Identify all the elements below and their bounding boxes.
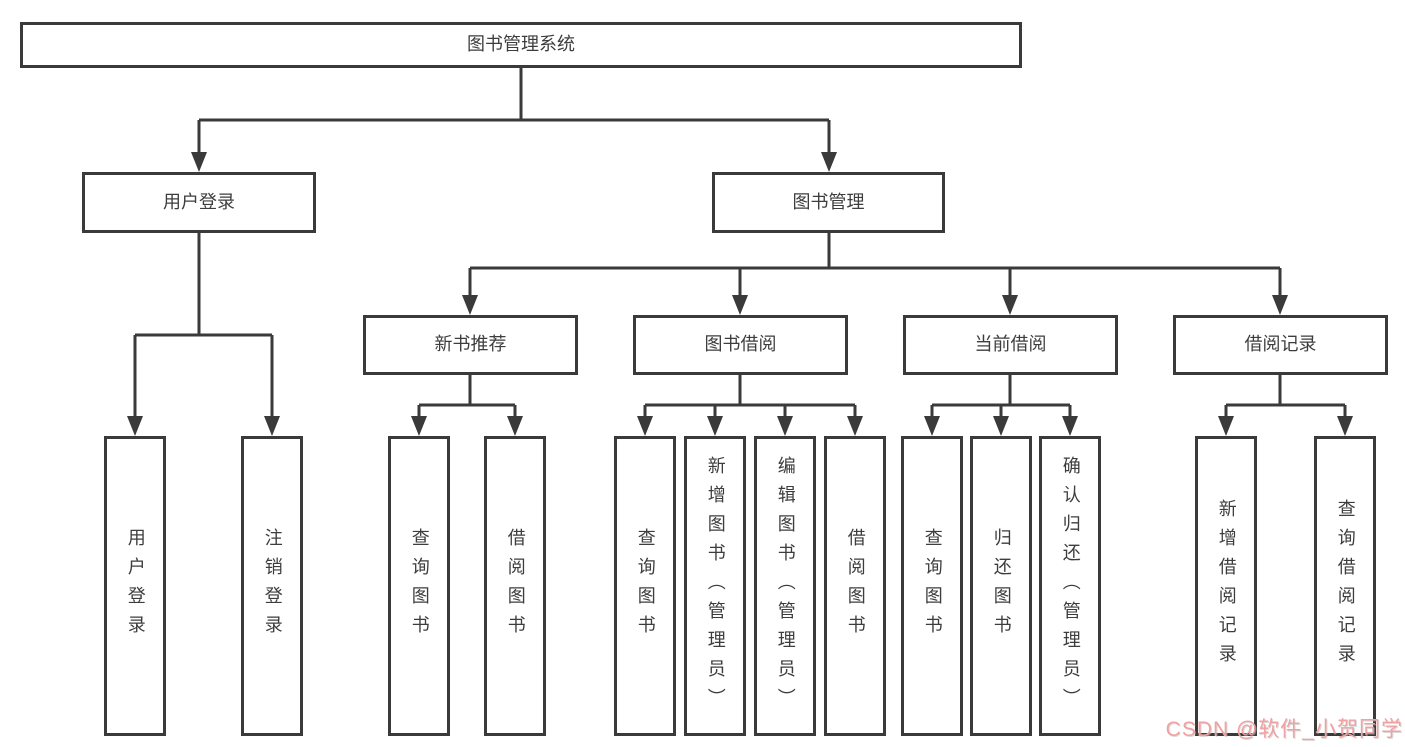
- connector-recommend-children: [417, 375, 517, 417]
- leaf-query-books-borrow: 查询图书: [614, 436, 676, 736]
- node-current-borrow: 当前借阅: [903, 315, 1118, 375]
- leaf-query-borrow-record: 查询借阅记录: [1314, 436, 1376, 736]
- connector-book-management-children: [468, 233, 1282, 296]
- leaf-add-books-admin: 新增图书（管理员）: [684, 436, 746, 736]
- leaf-return-books: 归还图书: [970, 436, 1032, 736]
- connector-records-children: [1224, 375, 1347, 417]
- arrowheads-level2: [191, 152, 837, 172]
- node-user-login: 用户登录: [82, 172, 316, 233]
- arrowheads-records-children: [1218, 416, 1353, 436]
- node-borrow-records: 借阅记录: [1173, 315, 1388, 375]
- leaf-borrow-books: 借阅图书: [824, 436, 886, 736]
- connector-user-login-children: [133, 233, 274, 417]
- leaf-borrow-books-recommend: 借阅图书: [484, 436, 546, 736]
- leaf-query-books-recommend: 查询图书: [388, 436, 450, 736]
- leaf-query-books-current: 查询图书: [901, 436, 963, 736]
- leaf-add-borrow-record: 新增借阅记录: [1195, 436, 1257, 736]
- csdn-watermark: CSDN @软件_小贺同学: [1165, 718, 1403, 741]
- leaf-user-login: 用户登录: [104, 436, 166, 736]
- node-new-book-recommend: 新书推荐: [363, 315, 578, 375]
- leaf-logout-login: 注销登录: [241, 436, 303, 736]
- node-book-management: 图书管理: [712, 172, 945, 233]
- connector-current-children: [930, 375, 1072, 417]
- arrowheads-user-login-children: [127, 416, 280, 436]
- node-library-management-system: 图书管理系统: [20, 22, 1022, 68]
- arrowheads-recommend-children: [411, 416, 523, 436]
- node-book-borrow: 图书借阅: [633, 315, 848, 375]
- connector-borrow-children: [643, 375, 857, 417]
- leaf-confirm-return-admin: 确认归还（管理员）: [1039, 436, 1101, 736]
- arrowheads-level3: [462, 295, 1288, 315]
- arrowheads-borrow-children: [637, 416, 863, 436]
- leaf-edit-books-admin: 编辑图书（管理员）: [754, 436, 816, 736]
- arrowheads-current-children: [924, 416, 1078, 436]
- connector-root-to-level2: [197, 68, 831, 153]
